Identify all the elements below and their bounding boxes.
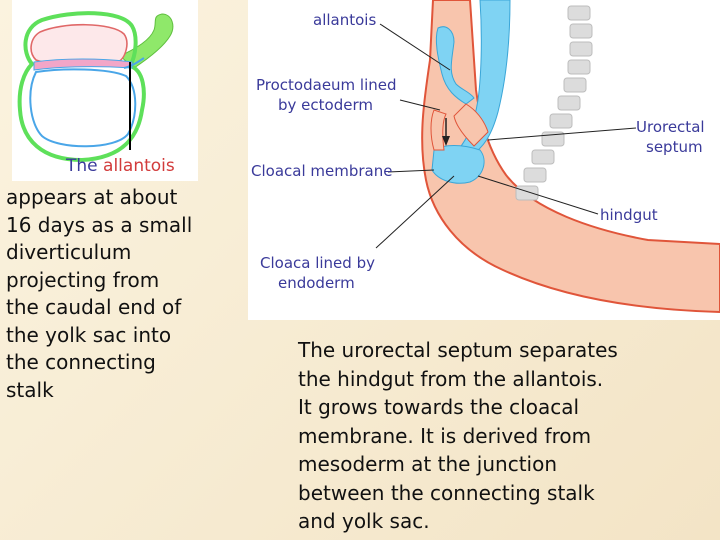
right-cloaca-diagram: allantois Proctodaeum lined by ectoderm … <box>248 0 720 320</box>
cloaca-svg: allantois Proctodaeum lined by ectoderm … <box>251 0 720 314</box>
label-allantois: allantois <box>313 11 376 29</box>
pointer-allantois <box>379 23 451 71</box>
pointer-cloacal-membrane <box>387 169 435 173</box>
embryo-svg <box>17 11 174 163</box>
cloaca <box>431 145 485 184</box>
label-cloacal-membrane: Cloacal membrane <box>251 162 392 180</box>
label-proctodaeum-2: by ectoderm <box>278 96 373 114</box>
label-cloaca-2: endoderm <box>278 274 355 292</box>
cloacal-membrane-arrowhead <box>442 136 450 146</box>
pointer-lines <box>375 23 637 249</box>
allantois-tube <box>435 26 475 105</box>
urorectal-description: The urorectal septum separates the hindg… <box>298 338 618 533</box>
somite-column <box>515 5 593 201</box>
label-urorectal-1: Urorectal <box>636 118 705 136</box>
allantois-description: appears at about 16 days as a small dive… <box>6 185 193 402</box>
urorectal-septum <box>453 103 489 147</box>
allantois-caption: The allantois <box>66 156 175 176</box>
pointer-proctodaeum <box>399 99 441 111</box>
label-proctodaeum-1: Proctodaeum lined <box>256 76 397 94</box>
pointer-hindgut <box>477 175 599 215</box>
allantois-left <box>123 57 145 69</box>
label-urorectal-2: septum <box>646 138 703 156</box>
caption-prefix: The <box>66 156 98 176</box>
outer-green-outline <box>17 11 146 163</box>
label-cloaca-1: Cloaca lined by <box>260 254 375 272</box>
label-hindgut: hindgut <box>600 206 658 224</box>
mesoderm-wall <box>421 0 720 314</box>
embryonic-disc <box>33 58 133 71</box>
left-embryo-diagram: The allantois <box>12 0 198 181</box>
pointer-urorectal <box>487 127 637 141</box>
proctodaeum <box>430 109 447 151</box>
pointer-cloaca <box>375 175 455 249</box>
caption-highlight: allantois <box>103 156 175 176</box>
yolk-sac <box>29 68 137 148</box>
